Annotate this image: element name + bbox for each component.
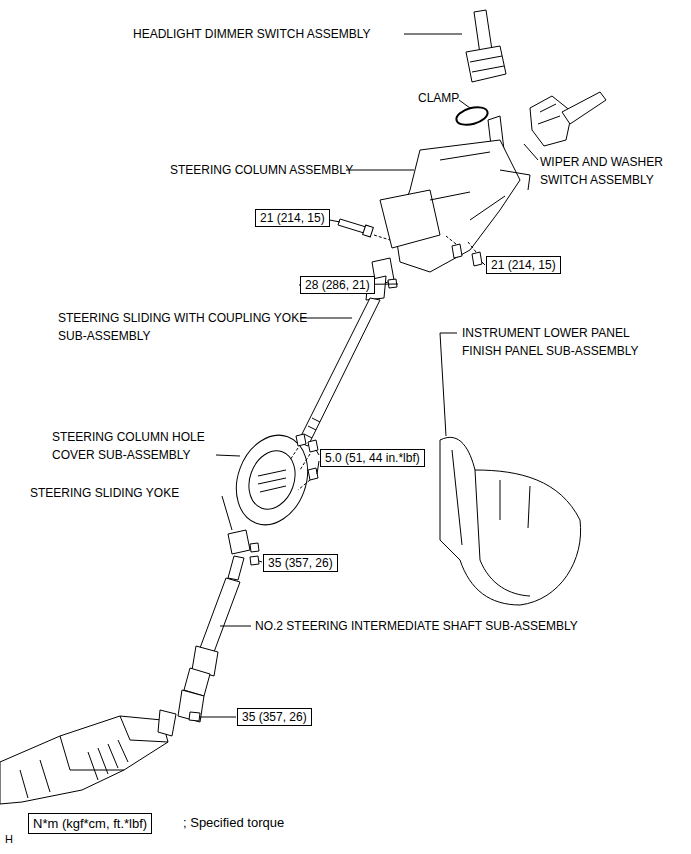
bolt <box>472 252 482 266</box>
part-name: STEERING SLIDING WITH COUPLING YOKE SUB-… <box>58 309 308 345</box>
bolt <box>308 468 318 480</box>
leader-line <box>222 496 232 530</box>
leader-line <box>259 561 262 562</box>
part-name: ; Specified torque <box>183 814 284 832</box>
clamp-ring <box>454 104 489 128</box>
finish-panel-detail <box>452 450 530 596</box>
hole-cover <box>224 425 319 535</box>
switch-detail <box>470 56 504 72</box>
switch-detail <box>538 104 560 124</box>
torque-box: 35 (357, 26) <box>237 708 312 726</box>
part-name: H <box>5 830 13 848</box>
leader-lines <box>200 34 538 717</box>
torque-value: 35 (357, 26) <box>268 555 333 571</box>
switch-body <box>530 96 572 146</box>
sliding-yoke <box>228 530 250 554</box>
shaft <box>298 298 380 446</box>
part-name: NO.2 STEERING INTERMEDIATE SHAFT SUB-ASS… <box>255 617 578 635</box>
bolt <box>250 543 259 552</box>
assembly-line <box>290 448 310 490</box>
bolt <box>250 556 259 565</box>
torque-value: N*m (kgf*cm, ft.*lbf) <box>33 814 147 833</box>
torque-box: N*m (kgf*cm, ft.*lbf) <box>28 813 152 834</box>
bolt <box>388 279 397 288</box>
leader-line <box>459 100 470 108</box>
part-name: CLAMP <box>418 89 459 107</box>
finish-panel <box>440 437 581 605</box>
hole-cover-inner <box>241 444 303 515</box>
column-detail <box>430 152 530 220</box>
gear-detail <box>60 716 168 770</box>
leader-line <box>216 455 240 456</box>
shaft <box>200 578 240 652</box>
assembly-line <box>446 236 476 252</box>
torque-box: 21 (214, 15) <box>486 256 561 274</box>
gear-boot <box>20 740 128 798</box>
leader-line <box>220 626 251 627</box>
torque-value: 21 (214, 15) <box>491 257 556 273</box>
shaft-spline <box>304 418 320 438</box>
torque-value: 35 (357, 26) <box>242 709 307 725</box>
torque-value: 21 (214, 15) <box>260 210 325 226</box>
assembly-line <box>374 235 390 240</box>
part-name: STEERING COLUMN HOLE COVER SUB-ASSEMBLY <box>52 428 222 464</box>
torque-box: 35 (357, 26) <box>263 554 338 572</box>
leader-line <box>200 717 236 718</box>
leader-line <box>316 450 319 474</box>
leader-line <box>300 318 352 319</box>
leader-line <box>440 333 457 436</box>
leader-line <box>404 34 462 35</box>
torque-box: 5.0 (51, 44 in.*lbf) <box>320 449 425 467</box>
part-name: WIPER AND WASHER SWITCH ASSEMBLY <box>540 153 686 189</box>
leader-line <box>346 170 414 171</box>
torque-value: 28 (286, 21) <box>305 277 370 293</box>
torque-value: 5.0 (51, 44 in.*lbf) <box>325 450 420 466</box>
switch-knob <box>466 46 506 82</box>
bolt <box>189 712 200 721</box>
part-name: STEERING SLIDING YOKE <box>30 484 179 502</box>
shaft-spline <box>228 556 244 580</box>
bolt <box>452 244 462 258</box>
pinion-shaft <box>158 710 176 736</box>
torque-box: 28 (286, 21) <box>300 276 375 294</box>
bolt-head <box>363 225 374 237</box>
torque-box: 21 (214, 15) <box>255 209 330 227</box>
part-name: STEERING COLUMN ASSEMBLY <box>170 161 353 179</box>
steering-gear <box>0 716 168 804</box>
leader-line <box>524 144 538 160</box>
switch-stalk <box>562 92 606 124</box>
leader-line <box>482 262 485 265</box>
part-name: HEADLIGHT DIMMER SWITCH ASSEMBLY <box>133 25 371 43</box>
part-name: INSTRUMENT LOWER PANEL FINISH PANEL SUB-… <box>462 324 654 360</box>
hole-cover-detail <box>258 470 286 492</box>
bolt <box>338 219 366 233</box>
bolt <box>296 434 306 446</box>
